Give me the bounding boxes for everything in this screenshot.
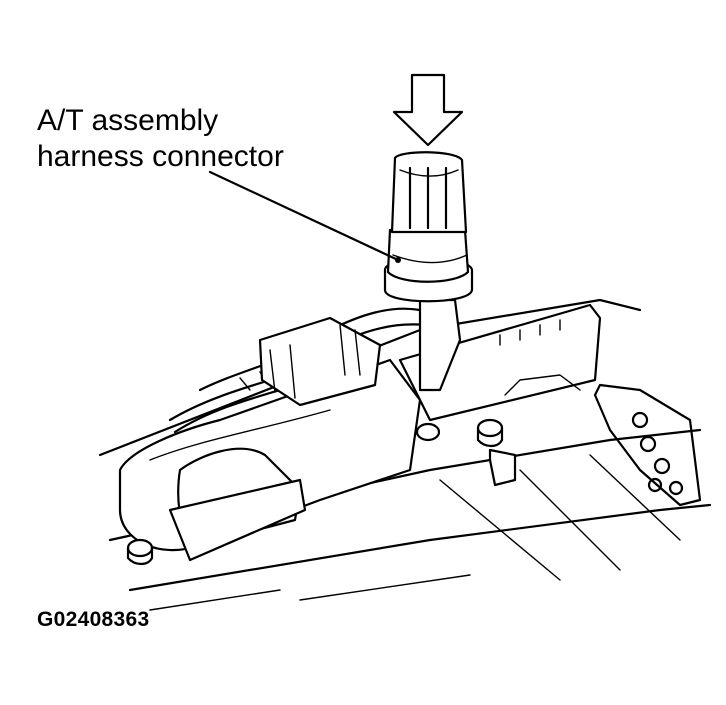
bolt-head xyxy=(415,422,441,442)
bracket-hole xyxy=(647,477,663,493)
bolt-head xyxy=(476,418,504,438)
bracket-hole xyxy=(631,411,649,429)
side-bracket xyxy=(593,383,702,507)
callout-label-line-1: A/T assembly xyxy=(37,104,219,137)
bolts xyxy=(126,418,517,566)
down-arrow-icon xyxy=(392,73,464,147)
callout-leader-dot xyxy=(395,257,401,263)
bracket-hole xyxy=(653,457,671,475)
bracket-hole xyxy=(668,480,684,496)
callout-label-line-2: harness connector xyxy=(37,140,284,173)
terminal-cover xyxy=(398,303,602,422)
callout-leader xyxy=(208,170,400,262)
figure-id: G02408363 xyxy=(37,608,150,631)
harness-plug xyxy=(258,316,382,407)
bolt-head xyxy=(126,538,154,558)
bracket-hole xyxy=(639,435,657,453)
solenoid-body xyxy=(118,358,422,562)
harness-connector xyxy=(383,151,474,392)
